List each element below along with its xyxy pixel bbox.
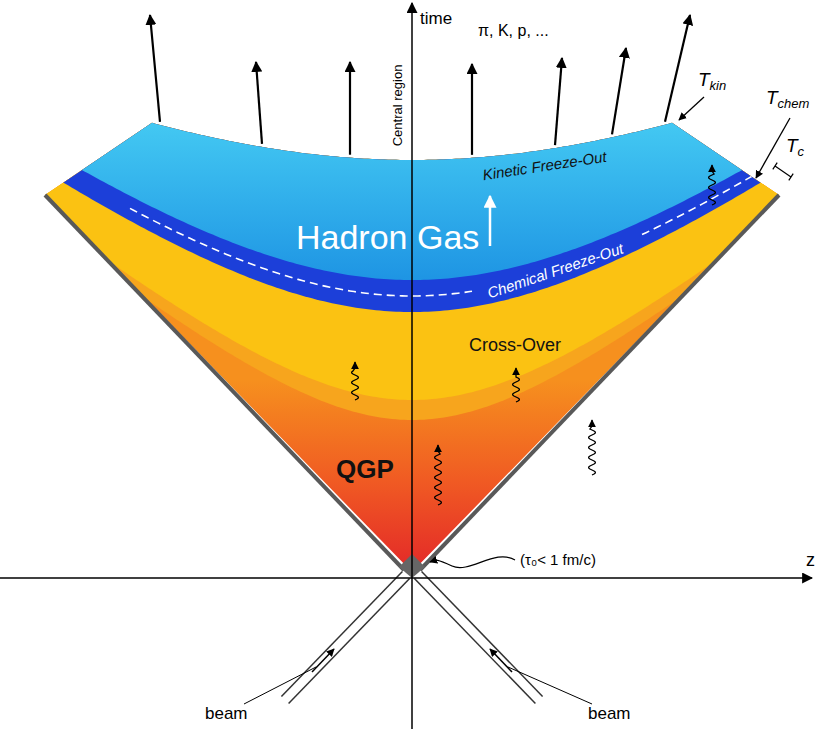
z-axis: [0, 577, 812, 579]
particle-arrow: [256, 62, 262, 144]
temperature-subscript: c: [798, 145, 805, 160]
temperature-subscript: chem: [778, 97, 810, 112]
region-band: QGP: [334, 453, 396, 487]
region-label: QGP: [336, 455, 394, 485]
crossover-band: [0, 0, 830, 400]
temperature-subscript: kin: [710, 79, 727, 94]
particle-arrow: [555, 58, 562, 145]
beam-pipe: [414, 578, 535, 703]
leader-line: [244, 667, 316, 704]
region-band: Cross-Over: [467, 333, 563, 358]
particle-arrow: [150, 15, 160, 122]
beam-arrow: [490, 649, 512, 672]
time-axis: [411, 3, 413, 729]
pointer-arrow: [679, 97, 704, 120]
region-band: Hadron Gas: [294, 216, 481, 259]
beam-arrow: [312, 649, 334, 672]
particle-arrow: [665, 15, 690, 122]
axis-label: Central region: [392, 64, 407, 146]
hadron-gas-band: [0, 0, 830, 280]
particle-arrow: [471, 64, 473, 155]
photon-squiggle: [709, 165, 716, 205]
leader-line: [430, 557, 515, 568]
freeze-out-arrow: [489, 196, 492, 246]
beam-label: beam: [588, 704, 631, 724]
temperature-symbol: T: [766, 87, 778, 109]
beam-label: beam: [205, 704, 248, 724]
particle-label: π, K, p, ...: [478, 22, 549, 40]
leader-line: [508, 667, 592, 704]
chemical-freeze-out-band: [0, 0, 830, 312]
region-label: Hadron Gas: [296, 218, 479, 257]
particle-arrow: [349, 62, 351, 155]
transition-band: [0, 0, 830, 420]
temperature-symbol: T: [786, 135, 798, 157]
axis-label: time: [420, 9, 452, 29]
beam-pipe: [422, 572, 543, 697]
photon-squiggle: [352, 362, 359, 400]
photon-squiggle: [435, 445, 442, 505]
beam-pipe: [289, 578, 410, 703]
range-bracket: [773, 163, 793, 181]
axis-label: z: [806, 550, 815, 571]
particle-arrow: [612, 48, 626, 134]
formation-time-note: (τ₀< 1 fm/c): [520, 551, 596, 568]
chemical-freeze-out-line: [642, 154, 790, 235]
photon-squiggle: [513, 368, 520, 402]
temperature-symbol: T: [698, 69, 710, 91]
beam-pipe: [281, 572, 402, 697]
photon-squiggle: [589, 420, 596, 475]
region-label: Cross-Over: [469, 335, 561, 356]
